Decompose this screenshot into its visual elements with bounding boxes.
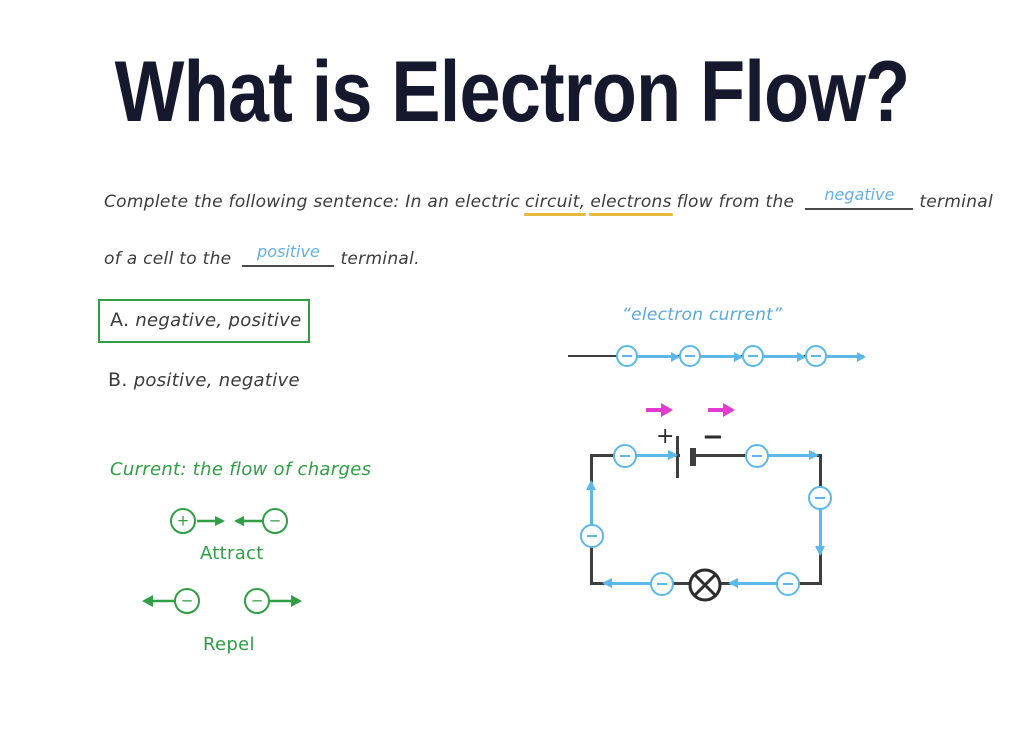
electron-flow-arrow-bottom-right [728, 578, 778, 588]
positive-charge-circle: + [170, 508, 196, 534]
question-line-1: Complete the following sentence: In an e… [104, 185, 998, 216]
question-mid-text: flow from the [676, 192, 795, 212]
question-prefix: Complete the following sentence: In an e… [104, 192, 520, 212]
option-a-selection-box[interactable] [98, 299, 310, 343]
negative-charge-symbol-repel-left: − [180, 591, 194, 610]
option-a-letter: A. [110, 309, 130, 331]
negative-charge-symbol-attract: − [268, 511, 282, 530]
circuit-diagram: + − [580, 403, 844, 602]
electron-node [616, 345, 638, 367]
highlight-circuit: circuit, [523, 192, 587, 216]
electron-flow-arrow-top-left [634, 450, 678, 460]
electron-node [679, 345, 701, 367]
option-b-letter: B. [108, 369, 128, 391]
page-title: What is Electron Flow? [114, 44, 911, 140]
lamp-icon [688, 568, 722, 602]
electron-node [805, 345, 827, 367]
repel-arrows [142, 595, 302, 607]
negative-charge-circle-repel-right: − [244, 588, 270, 614]
battery-negative-label: − [702, 422, 724, 452]
electron-node-top-right [745, 444, 769, 468]
option-b-label: positive, negative [133, 370, 300, 391]
negative-charge-circle-attract: − [262, 508, 288, 534]
battery-negative-plate [690, 448, 696, 466]
electron-node [742, 345, 764, 367]
question-line2-prefix: of a cell to the [104, 249, 232, 269]
question-suffix-1: terminal [919, 192, 994, 212]
blank-2[interactable]: positive [242, 242, 335, 267]
electron-flow-arrow [827, 351, 866, 362]
electron-flow-arrow-right [815, 506, 825, 556]
electron-node-left [580, 524, 604, 548]
electron-flow-arrow-left [586, 480, 596, 528]
electron-node-right [808, 486, 832, 510]
repel-diagram: − − [138, 585, 306, 617]
electron-flow-arrow-bottom-left [602, 578, 652, 588]
attract-diagram: + − [170, 505, 290, 537]
electron-current-label: “electron current” [622, 305, 783, 325]
electron-flow-arrow [764, 351, 806, 362]
current-definition-heading: Current: the flow of charges [110, 459, 372, 480]
electron-node-bottom-left [650, 572, 674, 596]
conventional-current-arrow [646, 403, 673, 417]
blank-2-answer: positive [257, 242, 320, 261]
electron-flow-arrow [701, 351, 743, 362]
highlight-electrons: electrons [589, 192, 674, 216]
positive-charge-symbol: + [176, 511, 190, 530]
electron-node-top-left [613, 444, 637, 468]
option-a-label: negative, positive [135, 310, 302, 331]
electron-flow-arrow [638, 351, 680, 362]
conventional-current-arrow [708, 403, 735, 417]
attract-arrows [197, 516, 262, 526]
question-line-2: of a cell to the positive terminal. [104, 242, 425, 269]
electron-flow-arrow-top-right [767, 450, 819, 460]
electron-current-diagram [568, 340, 866, 372]
option-b[interactable]: B.positive, negative [108, 369, 300, 391]
electron-node-bottom-right [776, 572, 800, 596]
blank-1-answer: negative [824, 185, 895, 204]
question-suffix-2: terminal. [340, 249, 420, 269]
negative-charge-circle-repel-left: − [174, 588, 200, 614]
repel-label: Repel [203, 634, 255, 655]
option-a[interactable]: A.negative, positive [110, 309, 301, 331]
attract-label: Attract [200, 543, 264, 564]
blank-1[interactable]: negative [805, 185, 914, 210]
battery-positive-label: + [656, 424, 675, 449]
negative-charge-symbol-repel-right: − [250, 591, 264, 610]
